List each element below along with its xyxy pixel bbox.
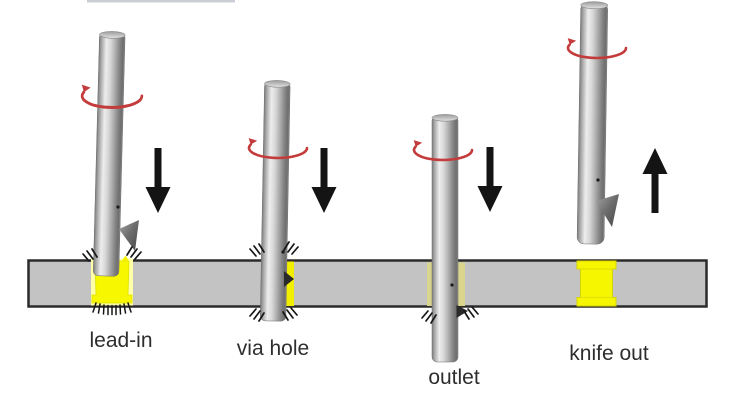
down-arrow-icon xyxy=(311,148,337,213)
hole-flange-lines xyxy=(580,268,613,299)
rod-top-cap xyxy=(431,114,459,122)
down-arrow-icon xyxy=(477,147,503,212)
cut-notch xyxy=(456,305,468,318)
tool-rod xyxy=(260,80,291,322)
stage-outlet: outlet xyxy=(412,114,503,389)
rod-top-cap xyxy=(264,80,291,88)
hole-highlight xyxy=(576,260,617,307)
stage-label-knife-out: knife out xyxy=(569,342,649,365)
rod-top-cap xyxy=(580,1,609,10)
burr-marks xyxy=(463,306,479,320)
cut-notch xyxy=(284,271,294,287)
stage-via-hole: via hole xyxy=(237,80,337,360)
down-arrow-icon xyxy=(145,148,171,213)
stage-label-lead-in: lead-in xyxy=(89,329,152,352)
stage-label-outlet: outlet xyxy=(428,366,480,389)
hole-highlight xyxy=(283,261,294,306)
tool-rod xyxy=(93,31,126,277)
speck xyxy=(450,283,454,287)
speck xyxy=(116,205,120,209)
up-arrow-icon xyxy=(642,148,668,213)
metal-chip xyxy=(596,194,619,227)
speck xyxy=(281,250,285,254)
hole-highlight xyxy=(427,262,436,306)
tool-rod xyxy=(576,1,609,245)
speck xyxy=(596,178,600,182)
stage-knife-out: knife out xyxy=(566,1,668,365)
burr-comb xyxy=(92,302,132,316)
stage-label-via-hole: via hole xyxy=(237,337,309,360)
metal-chip xyxy=(119,220,139,251)
hole-highlight xyxy=(457,262,465,306)
tool-rod xyxy=(431,114,459,363)
rod-top-cap xyxy=(99,31,126,39)
stage-lead-in: lead-in xyxy=(80,31,171,352)
top-crop-artifact xyxy=(87,0,235,3)
